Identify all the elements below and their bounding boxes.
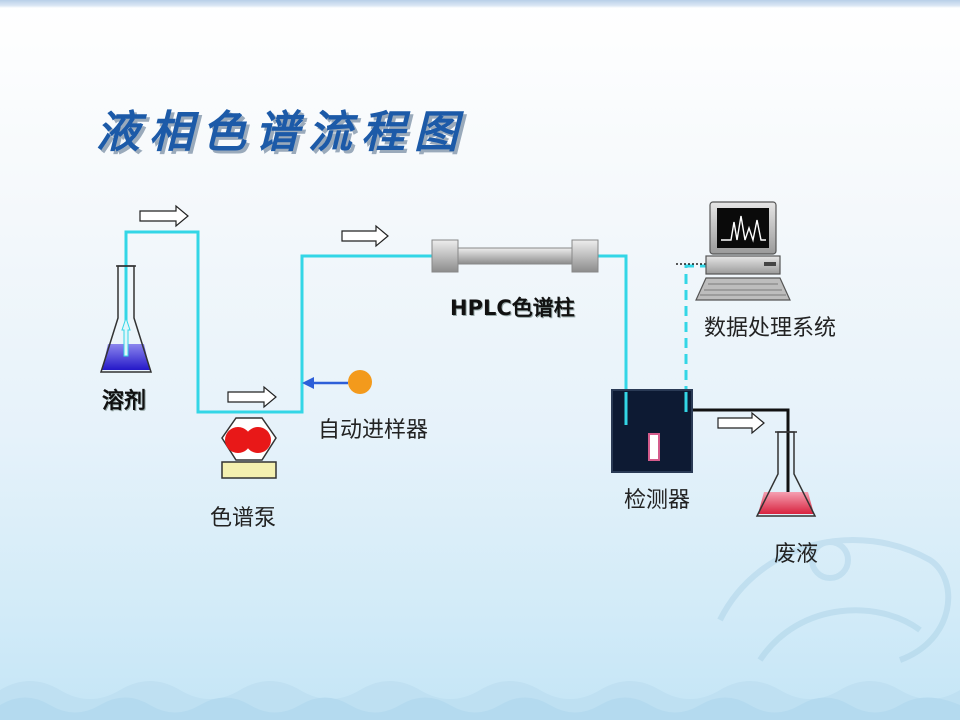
flow-arrow [227, 385, 277, 409]
pump-icon [221, 417, 277, 479]
top-banner [0, 0, 960, 8]
data-system-label: 数据处理系统 [704, 316, 837, 341]
column-label: HPLC色谱柱 [450, 296, 575, 320]
detector-icon [611, 389, 693, 473]
autosampler-label: 自动进样器 [318, 418, 429, 443]
waste-flask-icon [755, 431, 817, 517]
computer-icon [695, 201, 791, 301]
flow-arrow [341, 224, 389, 248]
solvent-flask-icon [99, 265, 153, 373]
signal-dashed-line [684, 264, 708, 412]
wave-decoration [0, 681, 960, 720]
page-title: 液相色谱流程图 [96, 107, 467, 158]
flow-arrow [139, 204, 189, 228]
flow-arrow [717, 411, 765, 435]
detector-label: 检测器 [624, 488, 691, 513]
dragon-watermark [717, 537, 952, 663]
hplc-column-icon [431, 239, 599, 273]
waste-label: 废液 [774, 542, 819, 567]
solvent-label: 溶剂 [102, 389, 147, 414]
waste-tubing [690, 408, 790, 492]
autosampler-icon [302, 370, 372, 394]
pump-label: 色谱泵 [210, 506, 277, 531]
